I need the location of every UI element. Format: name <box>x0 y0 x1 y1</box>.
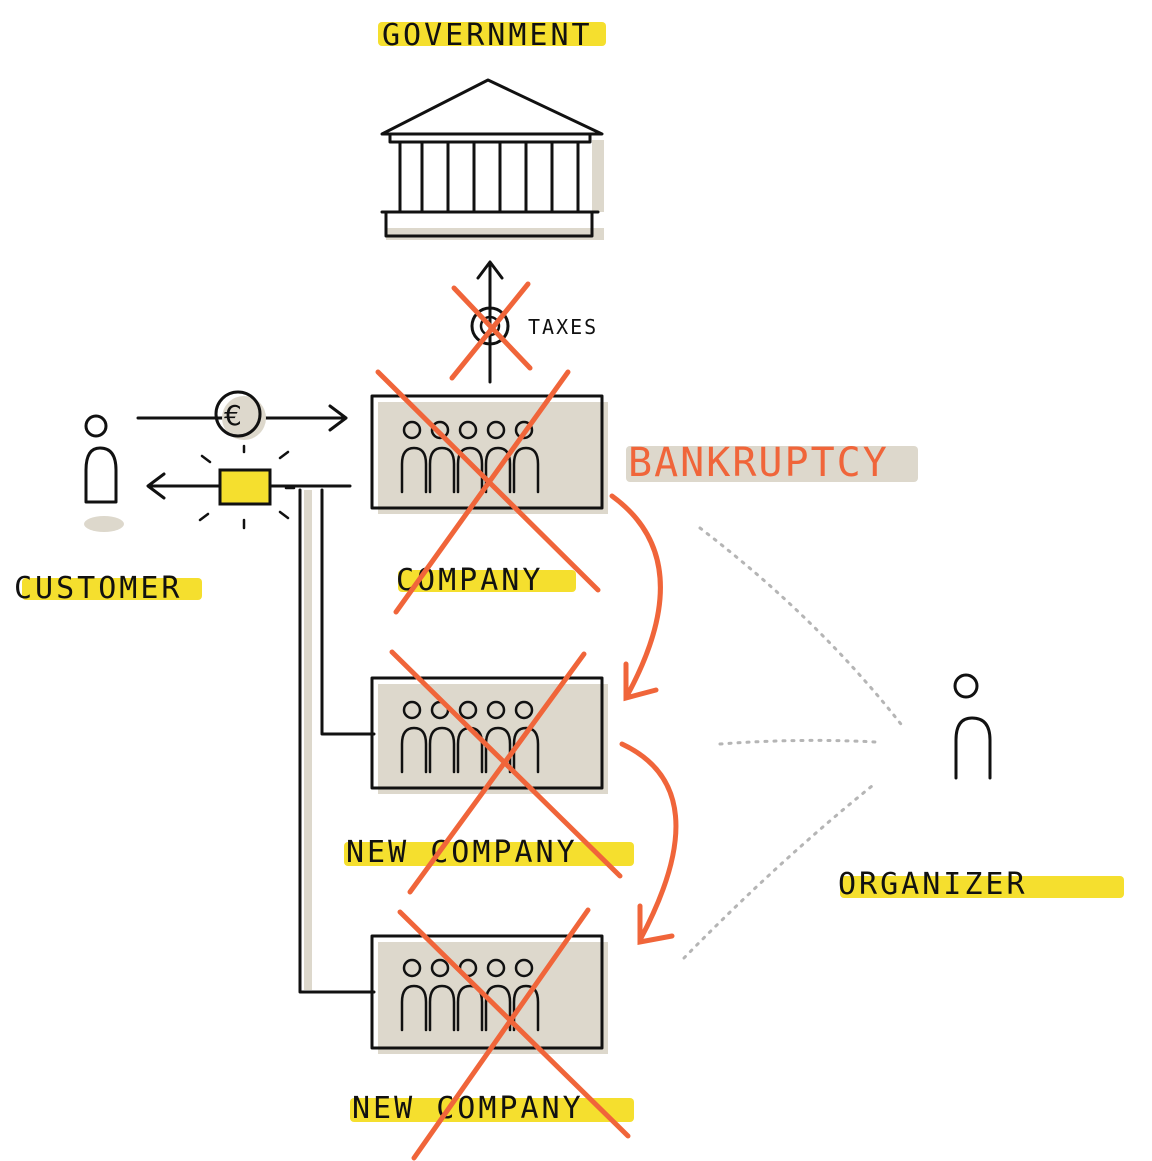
coin-icon <box>470 306 510 346</box>
new-company-2-highlight <box>350 1098 634 1122</box>
cross-mark-icon <box>375 369 601 615</box>
new-company-1-label: NEW COMPANY <box>346 835 578 870</box>
taxes-group: TAXES <box>449 260 598 384</box>
organizer-link-mid <box>718 738 878 746</box>
payment-flow: € <box>136 390 348 440</box>
customer-highlight <box>22 578 202 600</box>
cross-mark-icon <box>389 649 623 895</box>
government-label: GOVERNMENT <box>382 18 593 53</box>
company-highlight <box>398 570 576 592</box>
person-icon <box>84 414 124 532</box>
new-company-1-group: NEW COMPANY <box>344 649 634 895</box>
company-connectors <box>298 488 376 994</box>
bankruptcy-highlight <box>626 446 918 482</box>
euro-symbol: € <box>224 399 242 432</box>
new-company-2-label: NEW COMPANY <box>352 1091 584 1126</box>
new-company-2-box <box>370 934 604 1050</box>
organizer-highlight <box>840 876 1124 898</box>
person-icon <box>953 673 992 780</box>
product-box-icon <box>198 444 296 530</box>
bankruptcy-label: BANKRUPTCY <box>628 440 889 486</box>
government-group: GOVERNMENT <box>378 18 606 240</box>
company-box <box>370 394 604 510</box>
new-company-2-group: NEW COMPANY <box>350 907 634 1161</box>
transfer-arrows <box>609 493 679 946</box>
organizer-link-top <box>698 526 906 730</box>
organizer-link-bottom <box>682 784 874 960</box>
organizer-label: ORGANIZER <box>838 867 1028 902</box>
government-building-icon <box>380 78 604 240</box>
arrow-icon <box>609 493 663 702</box>
customer-label: CUSTOMER <box>14 571 183 606</box>
arrow-icon <box>619 741 679 946</box>
bankruptcy-group: BANKRUPTCY <box>626 440 918 486</box>
taxes-label: TAXES <box>528 315 598 339</box>
government-highlight <box>378 22 606 46</box>
customer-group: CUSTOMER <box>14 414 202 606</box>
product-flow <box>146 444 352 530</box>
team-icon <box>400 420 540 494</box>
company-group: COMPANY <box>370 369 608 615</box>
organizer-group: ORGANIZER <box>682 526 1124 960</box>
cross-mark-icon <box>449 281 533 381</box>
cross-mark-icon <box>397 907 631 1161</box>
euro-coin-icon: € <box>214 390 266 440</box>
new-company-1-highlight <box>344 842 634 866</box>
